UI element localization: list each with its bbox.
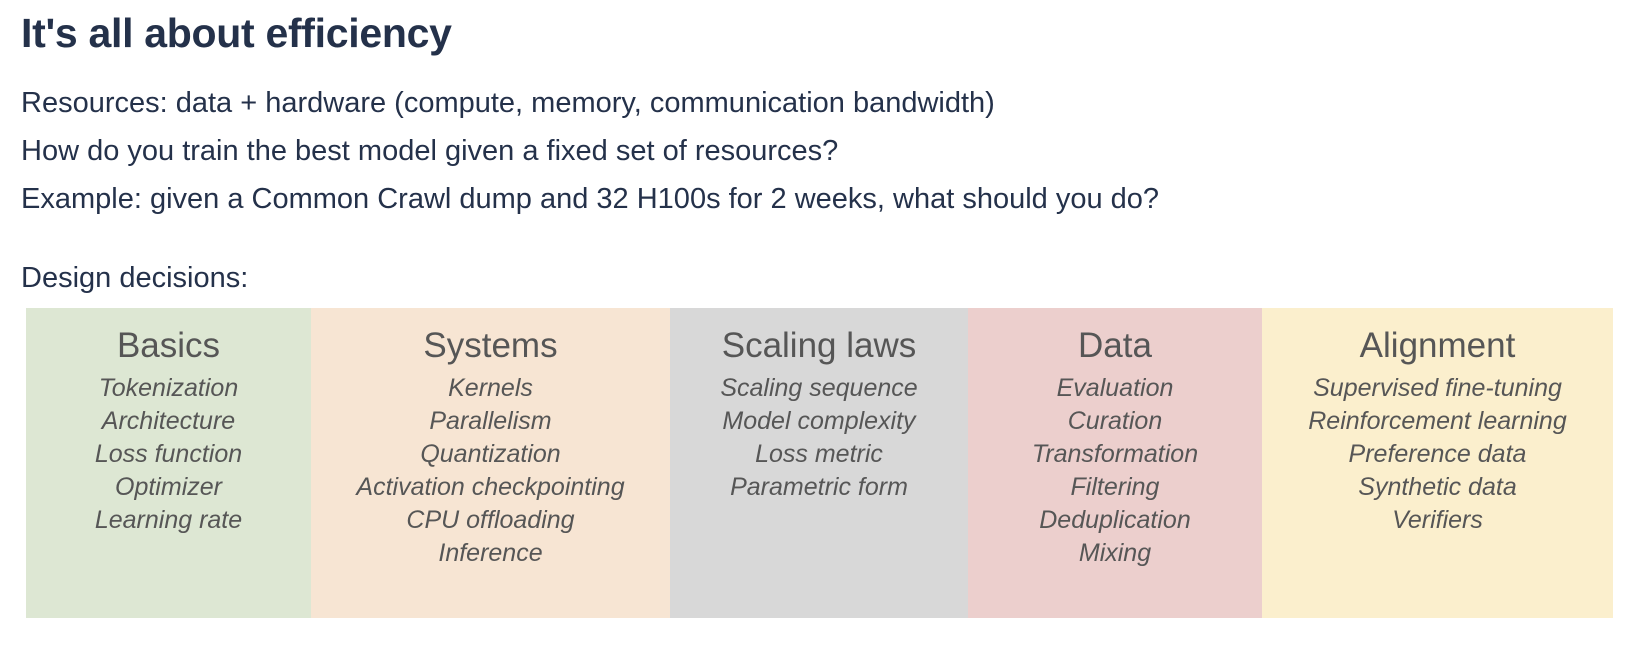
intro-line-resources: Resources: data + hardware (compute, mem…: [21, 87, 995, 119]
column-item: Synthetic data: [1358, 473, 1517, 501]
intro-line-example: Example: given a Common Crawl dump and 3…: [21, 183, 1160, 215]
column-item: Verifiers: [1392, 506, 1483, 534]
column-item: Transformation: [1031, 440, 1199, 468]
column-alignment: Alignment Supervised fine-tuning Reinfor…: [1262, 308, 1613, 618]
design-decisions-label: Design decisions:: [21, 262, 249, 294]
column-heading: Data: [1078, 326, 1152, 365]
column-item: Architecture: [101, 407, 236, 435]
intro-paragraph: Resources: data + hardware (compute, mem…: [21, 79, 1159, 223]
column-item: Quantization: [420, 440, 561, 468]
column-item: Activation checkpointing: [356, 473, 625, 501]
column-systems: Systems Kernels Parallelism Quantization…: [311, 308, 670, 618]
column-heading: Scaling laws: [721, 326, 917, 365]
column-item: Learning rate: [94, 506, 243, 534]
column-item: Reinforcement learning: [1308, 407, 1567, 435]
column-heading: Basics: [116, 326, 221, 365]
column-heading: Systems: [423, 326, 558, 365]
column-item: Parametric form: [730, 473, 908, 501]
column-item: Supervised fine-tuning: [1313, 374, 1562, 402]
design-decisions-columns: Basics Tokenization Architecture Loss fu…: [26, 308, 1613, 618]
column-basics: Basics Tokenization Architecture Loss fu…: [26, 308, 311, 618]
column-item: Scaling sequence: [720, 374, 918, 402]
column-item: Loss metric: [755, 440, 883, 468]
column-item: Parallelism: [429, 407, 552, 435]
column-item: Curation: [1067, 407, 1163, 435]
column-item: Kernels: [448, 374, 533, 402]
column-item: Optimizer: [115, 473, 222, 501]
column-item: CPU offloading: [406, 506, 575, 534]
column-item: Tokenization: [98, 374, 239, 402]
column-data: Data Evaluation Curation Transformation …: [968, 308, 1262, 618]
column-item: Evaluation: [1056, 374, 1174, 402]
column-item: Mixing: [1078, 539, 1152, 567]
column-item: Filtering: [1070, 473, 1160, 501]
column-heading: Alignment: [1359, 326, 1516, 365]
column-item: Preference data: [1348, 440, 1527, 468]
intro-line-question: How do you train the best model given a …: [21, 135, 839, 167]
column-item: Deduplication: [1039, 506, 1191, 534]
column-scaling-laws: Scaling laws Scaling sequence Model comp…: [670, 308, 968, 618]
page-title: It's all about efficiency: [21, 10, 452, 56]
column-item: Inference: [438, 539, 543, 567]
column-item: Loss function: [94, 440, 243, 468]
column-item: Model complexity: [722, 407, 916, 435]
